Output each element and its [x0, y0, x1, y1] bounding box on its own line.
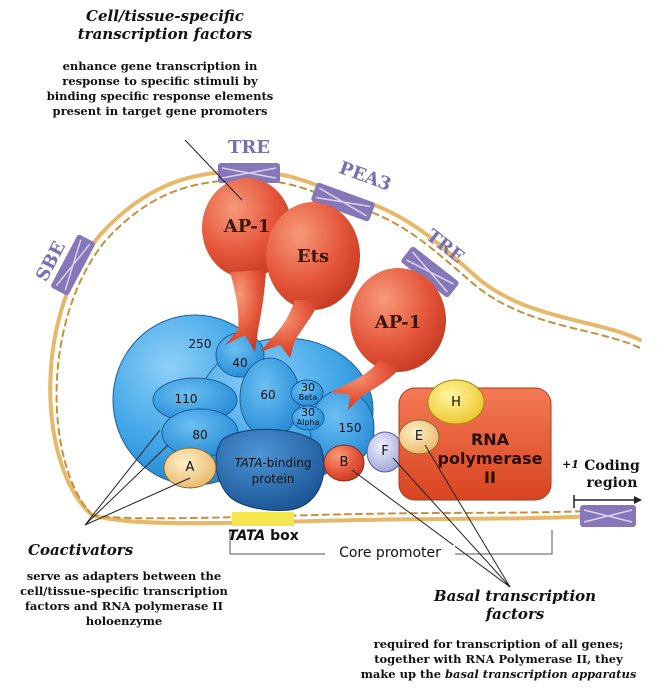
factor-h-label: H — [451, 395, 461, 410]
factor-h — [427, 379, 485, 425]
coactivators-desc-line: factors and RNA polymerase II — [24, 599, 224, 613]
coactivators-desc-line: cell/tissue-specific transcription — [20, 584, 228, 598]
basal-desc-italic: basal transcription apparatus — [445, 667, 637, 681]
pointer-lines — [84, 139, 511, 588]
factor-e-label: E — [414, 429, 424, 444]
coactivators-desc-line: holoenzyme — [85, 614, 163, 628]
coding-label-line: region — [586, 475, 638, 491]
basal-desc-pre: make up the — [360, 667, 446, 681]
tre-top-label: TRE — [227, 137, 271, 158]
tre-top-element — [218, 163, 280, 183]
cell-tf-description: enhance gene transcription in response t… — [10, 59, 310, 119]
factor-e — [398, 419, 440, 455]
pea3-element — [311, 182, 375, 222]
tata-italic: TATA — [228, 528, 266, 544]
tbp-label: TATA-binding protein — [228, 455, 318, 487]
rnap-label-line: RNA — [470, 430, 510, 449]
tbp-label-line1: TATA-binding — [228, 455, 318, 471]
cell-tf-title: Cell/tissue-specific transcription facto… — [40, 7, 290, 43]
basal-tf-description: required for transcription of all genes;… — [336, 637, 661, 682]
coding-label-line: Coding — [584, 458, 640, 474]
coactivators-description: serve as adapters between the cell/tissu… — [4, 569, 244, 629]
tbp-rest: -binding — [262, 456, 312, 470]
cell-tf-desc-line: response to specific stimuli by — [62, 74, 258, 88]
subunit-40-label: 40 — [232, 356, 248, 370]
coactivators-title: Coactivators — [28, 541, 134, 559]
subunit-30-beta-label: 30 Beta — [294, 382, 322, 402]
factor-a — [163, 447, 217, 489]
factor-a-label: A — [185, 460, 195, 475]
rnap-label-line: polymerase II — [437, 449, 543, 487]
ets-label: Ets — [296, 246, 330, 267]
ap1-left-label: AP-1 — [223, 216, 271, 237]
tre-right-element — [401, 246, 459, 298]
coding-arrow — [573, 495, 634, 508]
basal-tf-title-line: factors — [485, 605, 545, 623]
subunit-beta-text: Beta — [298, 393, 318, 402]
tata-box-label: TATA box — [228, 528, 328, 544]
tata-box-region — [232, 512, 294, 526]
cell-tf-title-line: Cell/tissue-specific — [86, 7, 244, 25]
cell-tf-desc-line: enhance gene transcription in — [62, 59, 258, 73]
subunit-250-label: 250 — [188, 337, 212, 351]
subunit-150-label: 150 — [338, 421, 362, 435]
factor-f-label: F — [381, 444, 389, 459]
cell-tf-title-line: transcription factors — [77, 25, 253, 43]
subunit-60-label: 60 — [260, 388, 276, 402]
rnap-label: RNA polymerase II — [430, 430, 550, 487]
basal-tf-title-line: Basal transcription — [433, 587, 597, 605]
tata-rest: box — [265, 528, 299, 544]
ap1-right-factor — [330, 268, 446, 410]
coding-region-element — [580, 505, 636, 527]
factor-b-label: B — [339, 455, 349, 470]
arrowhead — [634, 496, 642, 504]
subunit-80-label: 80 — [192, 428, 208, 442]
sbe-element — [51, 234, 95, 296]
basal-tf-title: Basal transcription factors — [420, 587, 610, 623]
subunit-30-beta-number: 30 — [301, 381, 315, 394]
cell-tf-desc-line: present in target gene promoters — [52, 104, 268, 118]
subunit-alpha-text: Alpha — [296, 418, 320, 427]
cell-tf-desc-line: binding specific response elements — [46, 89, 274, 103]
tbp-italic: TATA — [234, 456, 263, 470]
plus-one-label: +1 — [562, 458, 579, 471]
subunit-110-label: 110 — [174, 392, 198, 406]
ets-factor — [260, 202, 360, 358]
basal-tf-desc-line: required for transcription of all genes; — [373, 637, 624, 651]
basal-tf-desc-line: make up the basal transcription apparatu… — [336, 667, 661, 682]
ap1-right-label: AP-1 — [374, 312, 422, 333]
coactivators-desc-line: serve as adapters between the — [26, 569, 222, 583]
subunit-30-alpha-number: 30 — [301, 406, 315, 419]
tbp-label-line2: protein — [251, 472, 295, 486]
basal-tf-desc-line: together with RNA Polymerase II, they — [374, 652, 623, 666]
coding-region-label: Coding region — [578, 458, 646, 492]
subunit-30-alpha-label: 30 Alpha — [294, 407, 322, 427]
core-promoter-label: Core promoter — [325, 545, 455, 561]
